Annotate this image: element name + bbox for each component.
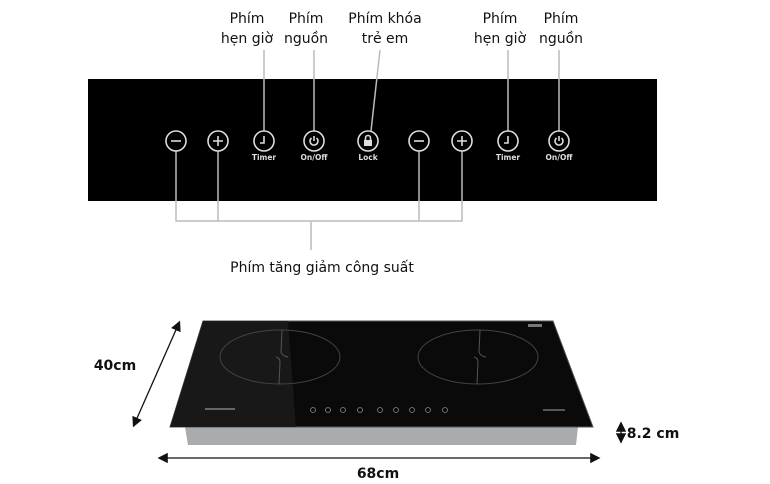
callout-timer-right: Phím hẹn giờ: [474, 11, 527, 47]
panel-keys: Timer On/Off Lock Timer On/Off: [165, 130, 574, 162]
key-minus[interactable]: [165, 130, 187, 152]
plus-icon: [213, 136, 223, 146]
height-label: 8.2 cm: [627, 426, 680, 442]
power-icon: [309, 136, 319, 146]
key-label: Lock: [358, 153, 378, 162]
callout-child-lock: Phím khóa trẻ em: [348, 11, 421, 47]
callout-power-left: Phím nguồn: [284, 11, 328, 47]
plus-icon: [457, 136, 467, 146]
cooktop-illustration: [169, 320, 594, 445]
callout-power-right: Phím nguồn: [539, 11, 583, 47]
callout-line1: Phím: [544, 11, 579, 27]
callout-line1: Phím khóa: [348, 11, 421, 27]
callout-line1: Phím: [483, 11, 518, 27]
lock-body: [364, 140, 372, 146]
callout-line2: nguồn: [284, 30, 328, 47]
key-label: On/Off: [301, 153, 329, 162]
control-panel: [88, 79, 657, 201]
key-label: Timer: [252, 153, 277, 162]
depth-arrow: [132, 320, 181, 428]
key-timer[interactable]: Timer: [252, 130, 277, 162]
lock-icon: [364, 134, 372, 140]
cooking-zone-right: [417, 329, 539, 385]
key-timer[interactable]: Timer: [496, 130, 521, 162]
key-plus[interactable]: [207, 130, 229, 152]
timer-icon: [504, 136, 509, 144]
key-label: On/Off: [546, 153, 574, 162]
leader-lines: [175, 49, 560, 250]
callout-line2: trẻ em: [362, 31, 409, 47]
callout-line2: hẹn giờ: [474, 31, 527, 47]
brand-logo: [205, 408, 235, 410]
key-plus[interactable]: [451, 130, 473, 152]
key-power[interactable]: On/Off: [546, 130, 574, 162]
timer-icon: [260, 136, 265, 144]
callout-timer-left: Phím hẹn giờ: [221, 11, 274, 47]
callout-power-level: Phím tăng giảm công suất: [230, 260, 414, 276]
depth-label: 40cm: [94, 358, 136, 374]
callout-line2: hẹn giờ: [221, 31, 274, 47]
key-label: Timer: [496, 153, 521, 162]
key-lock[interactable]: Lock: [357, 130, 379, 162]
cooktop-base: [185, 427, 578, 445]
callout-line1: Phím: [230, 11, 265, 27]
callout-line2: nguồn: [539, 30, 583, 47]
cooktop-touch-keys: [310, 407, 448, 413]
power-icon: [554, 136, 564, 146]
key-minus[interactable]: [408, 130, 430, 152]
callout-line1: Phím: [289, 11, 324, 27]
cooking-zone-left: [219, 329, 341, 385]
width-label: 68cm: [357, 466, 399, 482]
key-power[interactable]: On/Off: [301, 130, 329, 162]
